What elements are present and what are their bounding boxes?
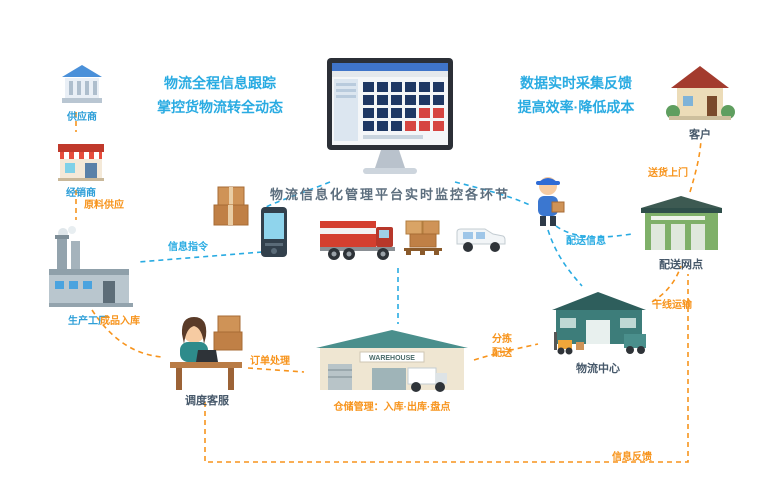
edge-label-raw-material: 原料供应 [84,200,124,211]
factory-node: 生产工厂 [38,225,138,327]
warehouse-node: WAREHOUSE 仓储管理：入库·出库·盘点 [312,328,472,413]
pallet-node [402,215,444,257]
delivery-station-node: 配送网点 [638,194,724,272]
courier-node [528,170,568,228]
right-banner: 数据实时采集反馈 提高效率·降低成本 [486,72,666,120]
supplier-bank-label: 供应商 [67,112,97,123]
customer-house-node: 客户 [664,62,736,142]
supplier-store-label: 经销商 [66,188,96,199]
right-banner-line1: 数据实时采集反馈 [520,75,632,91]
logistics-center-icon [546,288,651,358]
house-icon [665,62,735,124]
edge-label-door-delivery: 送货上门 [648,168,688,179]
cargo-truck-node [318,213,398,261]
warehouse-sign-text: WAREHOUSE [369,355,415,362]
edge-label-sorting: 分拣 [492,334,512,345]
bank-building-icon [58,62,106,106]
edge-label-line-haul: 干线运输 [652,300,692,311]
right-banner-line2: 提高效率·降低成本 [517,98,635,115]
factory-icon [41,225,136,310]
edge-label-finished-goods: 成品入库 [100,316,140,327]
delivery-van-icon [455,222,507,256]
warehouse-label: 仓储管理：入库·出库·盘点 [333,402,451,413]
parcel-boxes-icon [212,183,254,228]
monitor-icon [325,56,455,178]
screen-grid [363,82,444,131]
center-caption: 物流信息化管理平台实时监控各环节 [269,187,510,202]
edge-label-order-processing: 订单处理 [250,356,290,367]
logistics-center-label: 物流中心 [576,363,620,375]
operator-node: 调度客服 [168,310,246,408]
left-banner-line2: 掌控货物流转全动态 [157,98,283,115]
green-depot-icon [639,194,724,254]
edge-label-info-command: 信息指令 [168,242,208,253]
supplier-store-node: 经销商 [50,136,112,199]
arrow-info-to-factory [137,251,263,263]
arrow-station-to-customer [689,139,702,193]
courier-person-icon [528,170,568,228]
cargo-truck-icon [318,213,398,261]
monitor-node [325,56,455,178]
delivery-station-label: 配送网点 [659,259,703,271]
pallet-boxes-icon [402,215,444,257]
customer-house-label: 客户 [689,129,711,141]
edge-label-delivery: 配送 [492,348,512,359]
warehouse-icon: WAREHOUSE [312,328,472,396]
logistics-center-node: 物流中心 [545,288,651,376]
supplier-bank-node: 供应商 [52,62,112,123]
pda-node [255,205,293,260]
factory-label: 生产工厂 [68,316,108,327]
van-node [455,222,507,256]
arrow-operator-to-warehouse [247,367,305,373]
left-banner-line1: 物流全程信息跟踪 [164,75,276,91]
store-building-icon [55,136,107,182]
edge-label-delivery-info: 配送信息 [566,236,606,247]
parcel-boxes-node [212,183,254,228]
handheld-scanner-icon [255,205,293,260]
operator-woman-icon [168,310,246,390]
edge-label-feedback: 信息反馈 [612,452,652,463]
operator-label: 调度客服 [185,395,229,407]
left-banner: 物流全程信息跟踪 掌控货物流转全动态 [128,72,312,120]
